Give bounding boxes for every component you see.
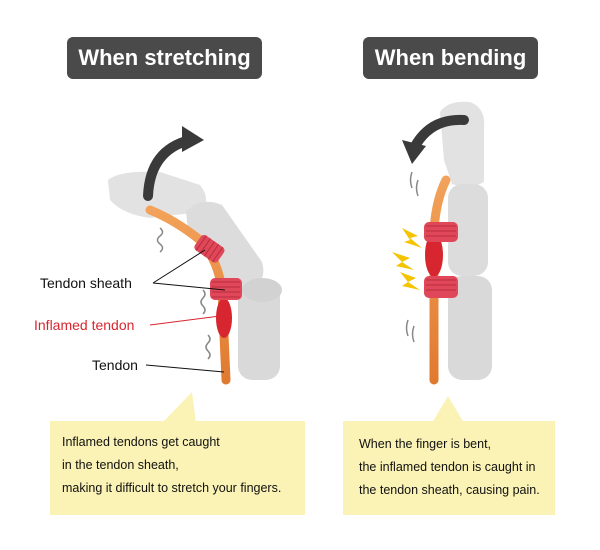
right-middle-phalanx	[448, 184, 488, 276]
note-bending-line-1: When the finger is bent,	[359, 437, 492, 451]
right-sheath-lower	[424, 276, 458, 298]
label-tendon-sheath: Tendon sheath	[40, 275, 132, 291]
right-fingertip-bone	[440, 101, 485, 187]
pain-spark-icon-2	[392, 252, 414, 270]
right-inflamed-swelling	[425, 233, 443, 277]
note-stretching-line-2: in the tendon sheath,	[62, 458, 179, 472]
left-middle-phalanx	[186, 201, 264, 291]
pointer-sheath-lower	[152, 282, 226, 291]
right-sheath-upper	[424, 222, 458, 242]
left-inflamed-swelling	[216, 298, 232, 338]
note-stretching-line-1: Inflamed tendons get caught	[62, 435, 220, 449]
note-bending: When the finger is bent, the inflamed te…	[343, 421, 555, 515]
label-inflamed-tendon: Inflamed tendon	[34, 317, 135, 333]
pain-spark-icon-1	[402, 228, 422, 248]
right-motion-line-1	[409, 171, 413, 189]
note-stretching: Inflamed tendons get caught in the tendo…	[50, 421, 305, 515]
left-fingertip-bone	[108, 171, 206, 218]
right-proximal-phalanx	[448, 276, 492, 380]
pointer-sheath-upper	[152, 249, 206, 284]
left-sheath-upper	[194, 234, 225, 263]
note-bending-line-3: the tendon sheath, causing pain.	[359, 483, 540, 497]
left-strain-squiggle-3	[205, 334, 211, 360]
right-motion-line-4	[411, 325, 415, 343]
left-strain-squiggle-2	[200, 289, 206, 315]
note-right-pointer	[432, 396, 464, 423]
pain-spark-icon-3	[400, 272, 420, 290]
note-left-pointer	[162, 392, 196, 423]
title-when-bending: When bending	[363, 37, 538, 79]
left-proximal-phalanx	[238, 283, 280, 380]
right-motion-line-3	[405, 319, 409, 337]
pointer-tendon	[145, 364, 225, 373]
right-motion-arrow	[409, 114, 469, 153]
pointer-inflamed	[149, 315, 221, 326]
label-tendon: Tendon	[92, 357, 138, 373]
left-finger	[108, 126, 282, 385]
note-bending-line-2: the inflamed tendon is caught in	[359, 460, 536, 474]
left-strain-squiggle-1	[156, 227, 164, 253]
note-stretching-line-3: making it difficult to stretch your fing…	[62, 481, 282, 495]
right-motion-line-2	[415, 179, 419, 197]
title-when-stretching: When stretching	[67, 37, 262, 79]
left-sheath-lower	[210, 278, 242, 300]
right-finger	[392, 101, 492, 385]
